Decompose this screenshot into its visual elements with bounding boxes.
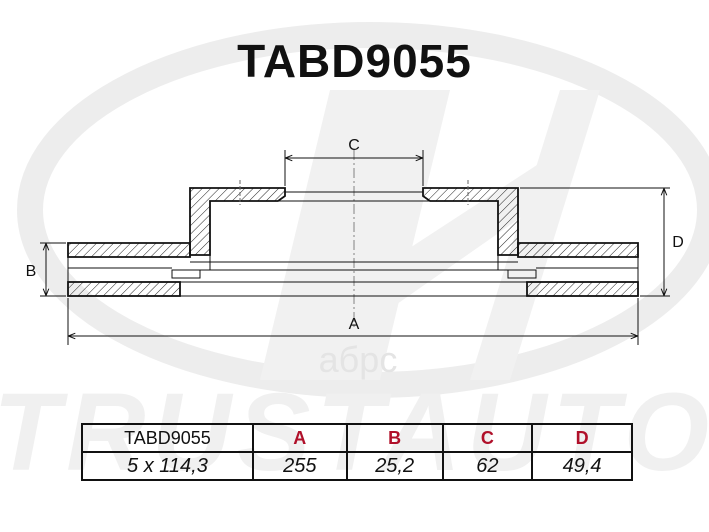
dimension-d	[520, 187, 670, 297]
page-title: TABD9055	[237, 35, 472, 87]
spec-value-d: 49,4	[531, 451, 633, 481]
dimension-b-label: B	[26, 263, 37, 280]
disc-plate-upper-right	[517, 242, 639, 258]
spec-value-c: 62	[441, 451, 534, 481]
spec-header-a: A	[251, 423, 348, 453]
dimension-c-label: C	[348, 137, 360, 154]
disc-hat-right	[422, 187, 519, 256]
spec-header-b: B	[345, 423, 444, 453]
spec-header-d: D	[531, 423, 633, 453]
spec-value-b: 25,2	[345, 451, 444, 481]
spec-value-bolts: 5 x 114,3	[81, 451, 254, 481]
dimension-c	[284, 150, 424, 186]
disc-plate-lower-right	[526, 281, 639, 297]
watermark-store-text: абрс	[319, 339, 398, 380]
dimension-a	[67, 298, 639, 345]
disc-hat-left	[189, 187, 286, 256]
disc-outline	[67, 180, 639, 297]
disc-plate-lower-left	[67, 281, 181, 297]
dimension-a-label: A	[349, 316, 360, 333]
spec-table: TABD9055 A B C D 5 x 114,3 255 25,2 62 4…	[81, 423, 633, 481]
dimension-b	[40, 242, 66, 297]
spec-table-header-row: TABD9055 A B C D	[81, 423, 633, 453]
disc-plate-upper-left	[67, 242, 191, 258]
spec-value-a: 255	[251, 451, 348, 481]
spec-header-model: TABD9055	[81, 423, 254, 453]
dimension-d-label: D	[672, 234, 684, 251]
spec-table-value-row: 5 x 114,3 255 25,2 62 49,4	[81, 451, 633, 481]
spec-header-c: C	[441, 423, 534, 453]
